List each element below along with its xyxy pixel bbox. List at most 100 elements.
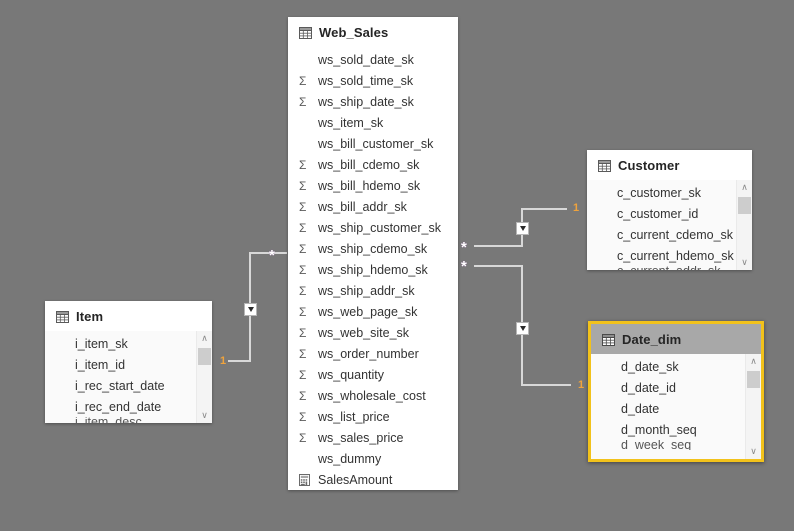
field-name: ws_ship_customer_sk: [318, 220, 441, 235]
sigma-icon: Σ: [299, 262, 307, 277]
field-row[interactable]: d_month_seq: [591, 419, 761, 440]
table-icon: [56, 310, 69, 323]
scroll-up-arrow-icon[interactable]: ∧: [201, 333, 208, 343]
sigma-icon: Σ: [299, 283, 307, 298]
scrollbar-thumb[interactable]: [198, 348, 211, 365]
sigma-icon: Σ: [299, 304, 307, 319]
field-name: c_current_hdemo_sk: [617, 248, 734, 263]
scroll-down-arrow-icon[interactable]: ∨: [750, 446, 757, 456]
field-row[interactable]: ws_sold_date_sk: [288, 49, 458, 70]
relationship-line-websales-customer-right[interactable]: [521, 208, 567, 210]
field-row[interactable]: c_current_addr_sk: [587, 266, 752, 270]
field-row[interactable]: d_week_seq: [591, 440, 761, 450]
sigma-icon: Σ: [299, 157, 307, 172]
table-title: Item: [76, 309, 104, 324]
field-row[interactable]: ws_item_sk: [288, 112, 458, 133]
field-name: ws_sold_date_sk: [318, 52, 414, 67]
table-card-customer[interactable]: Customer c_customer_sk c_customer_id c_cur…: [587, 150, 752, 270]
field-row[interactable]: SalesAmount: [288, 469, 458, 490]
sigma-icon: Σ: [299, 388, 307, 403]
cross-filter-arrow-item-websales[interactable]: [244, 303, 257, 316]
table-title: Web_Sales: [319, 25, 389, 40]
field-row[interactable]: d_date_sk: [591, 356, 761, 377]
field-name: ws_quantity: [318, 367, 385, 382]
scrollbar-thumb[interactable]: [747, 371, 760, 388]
relationship-line-item-websales-top[interactable]: [249, 252, 287, 254]
table-header-date-dim[interactable]: Date_dim: [591, 324, 761, 354]
table-header-item[interactable]: Item: [45, 301, 212, 331]
field-name: ws_bill_cdemo_sk: [318, 157, 420, 172]
field-row[interactable]: d_date: [591, 398, 761, 419]
table-header-customer[interactable]: Customer: [587, 150, 752, 180]
sigma-icon: Σ: [299, 430, 307, 445]
scroll-up-arrow-icon[interactable]: ∧: [750, 356, 757, 366]
table-header-web-sales[interactable]: Web_Sales: [288, 17, 458, 47]
relationship-line-item-websales-bottom[interactable]: [228, 360, 251, 362]
field-name: ws_wholesale_cost: [318, 388, 426, 403]
field-name: ws_list_price: [318, 409, 390, 424]
relationship-line-websales-datedim-right[interactable]: [521, 384, 571, 386]
field-name: ws_order_number: [318, 346, 419, 361]
field-name: ws_bill_hdemo_sk: [318, 178, 421, 193]
scrollbar-date-dim[interactable]: ∧ ∨: [745, 354, 761, 459]
relationship-line-websales-datedim-left[interactable]: [474, 265, 522, 267]
scroll-down-arrow-icon[interactable]: ∨: [201, 410, 208, 420]
sigma-icon: Σ: [299, 199, 307, 214]
field-row[interactable]: ws_dummy: [288, 448, 458, 469]
table-icon: [299, 26, 312, 39]
field-row[interactable]: ws_bill_customer_sk: [288, 133, 458, 154]
field-name: ws_ship_cdemo_sk: [318, 241, 428, 256]
scrollbar-thumb[interactable]: [738, 197, 751, 214]
field-name: i_item_desc: [75, 417, 142, 423]
cross-filter-arrow-websales-customer[interactable]: [516, 222, 529, 235]
scrollbar-customer[interactable]: ∧ ∨: [736, 180, 752, 270]
field-name: d_date_sk: [621, 359, 679, 374]
cross-filter-arrow-websales-datedim[interactable]: [516, 322, 529, 335]
field-row[interactable]: c_customer_sk: [587, 182, 752, 203]
field-row[interactable]: i_rec_start_date: [45, 375, 212, 396]
field-row[interactable]: i_rec_end_date: [45, 396, 212, 417]
field-row[interactable]: i_item_id: [45, 354, 212, 375]
scroll-up-arrow-icon[interactable]: ∧: [741, 182, 748, 192]
relationship-line-websales-customer-left[interactable]: [474, 245, 522, 247]
field-row[interactable]: c_current_cdemo_sk: [587, 224, 752, 245]
sigma-icon: Σ: [299, 346, 307, 361]
scroll-down-arrow-icon[interactable]: ∨: [741, 257, 748, 267]
field-row[interactable]: i_item_desc: [45, 417, 212, 423]
field-row[interactable]: c_current_hdemo_sk: [587, 245, 752, 266]
table-field-list-customer[interactable]: c_customer_sk c_customer_id c_current_cdem…: [587, 180, 752, 270]
scrollbar-item[interactable]: ∧ ∨: [196, 331, 212, 423]
sigma-icon: Σ: [299, 94, 307, 109]
field-row[interactable]: i_item_sk: [45, 333, 212, 354]
field-row[interactable]: d_date_id: [591, 377, 761, 398]
table-icon: [598, 159, 611, 172]
field-name: SalesAmount: [318, 472, 393, 487]
field-row[interactable]: c_customer_id: [587, 203, 752, 224]
sigma-icon: Σ: [299, 73, 307, 88]
field-name: c_customer_id: [617, 206, 699, 221]
field-name: ws_bill_customer_sk: [318, 136, 434, 151]
